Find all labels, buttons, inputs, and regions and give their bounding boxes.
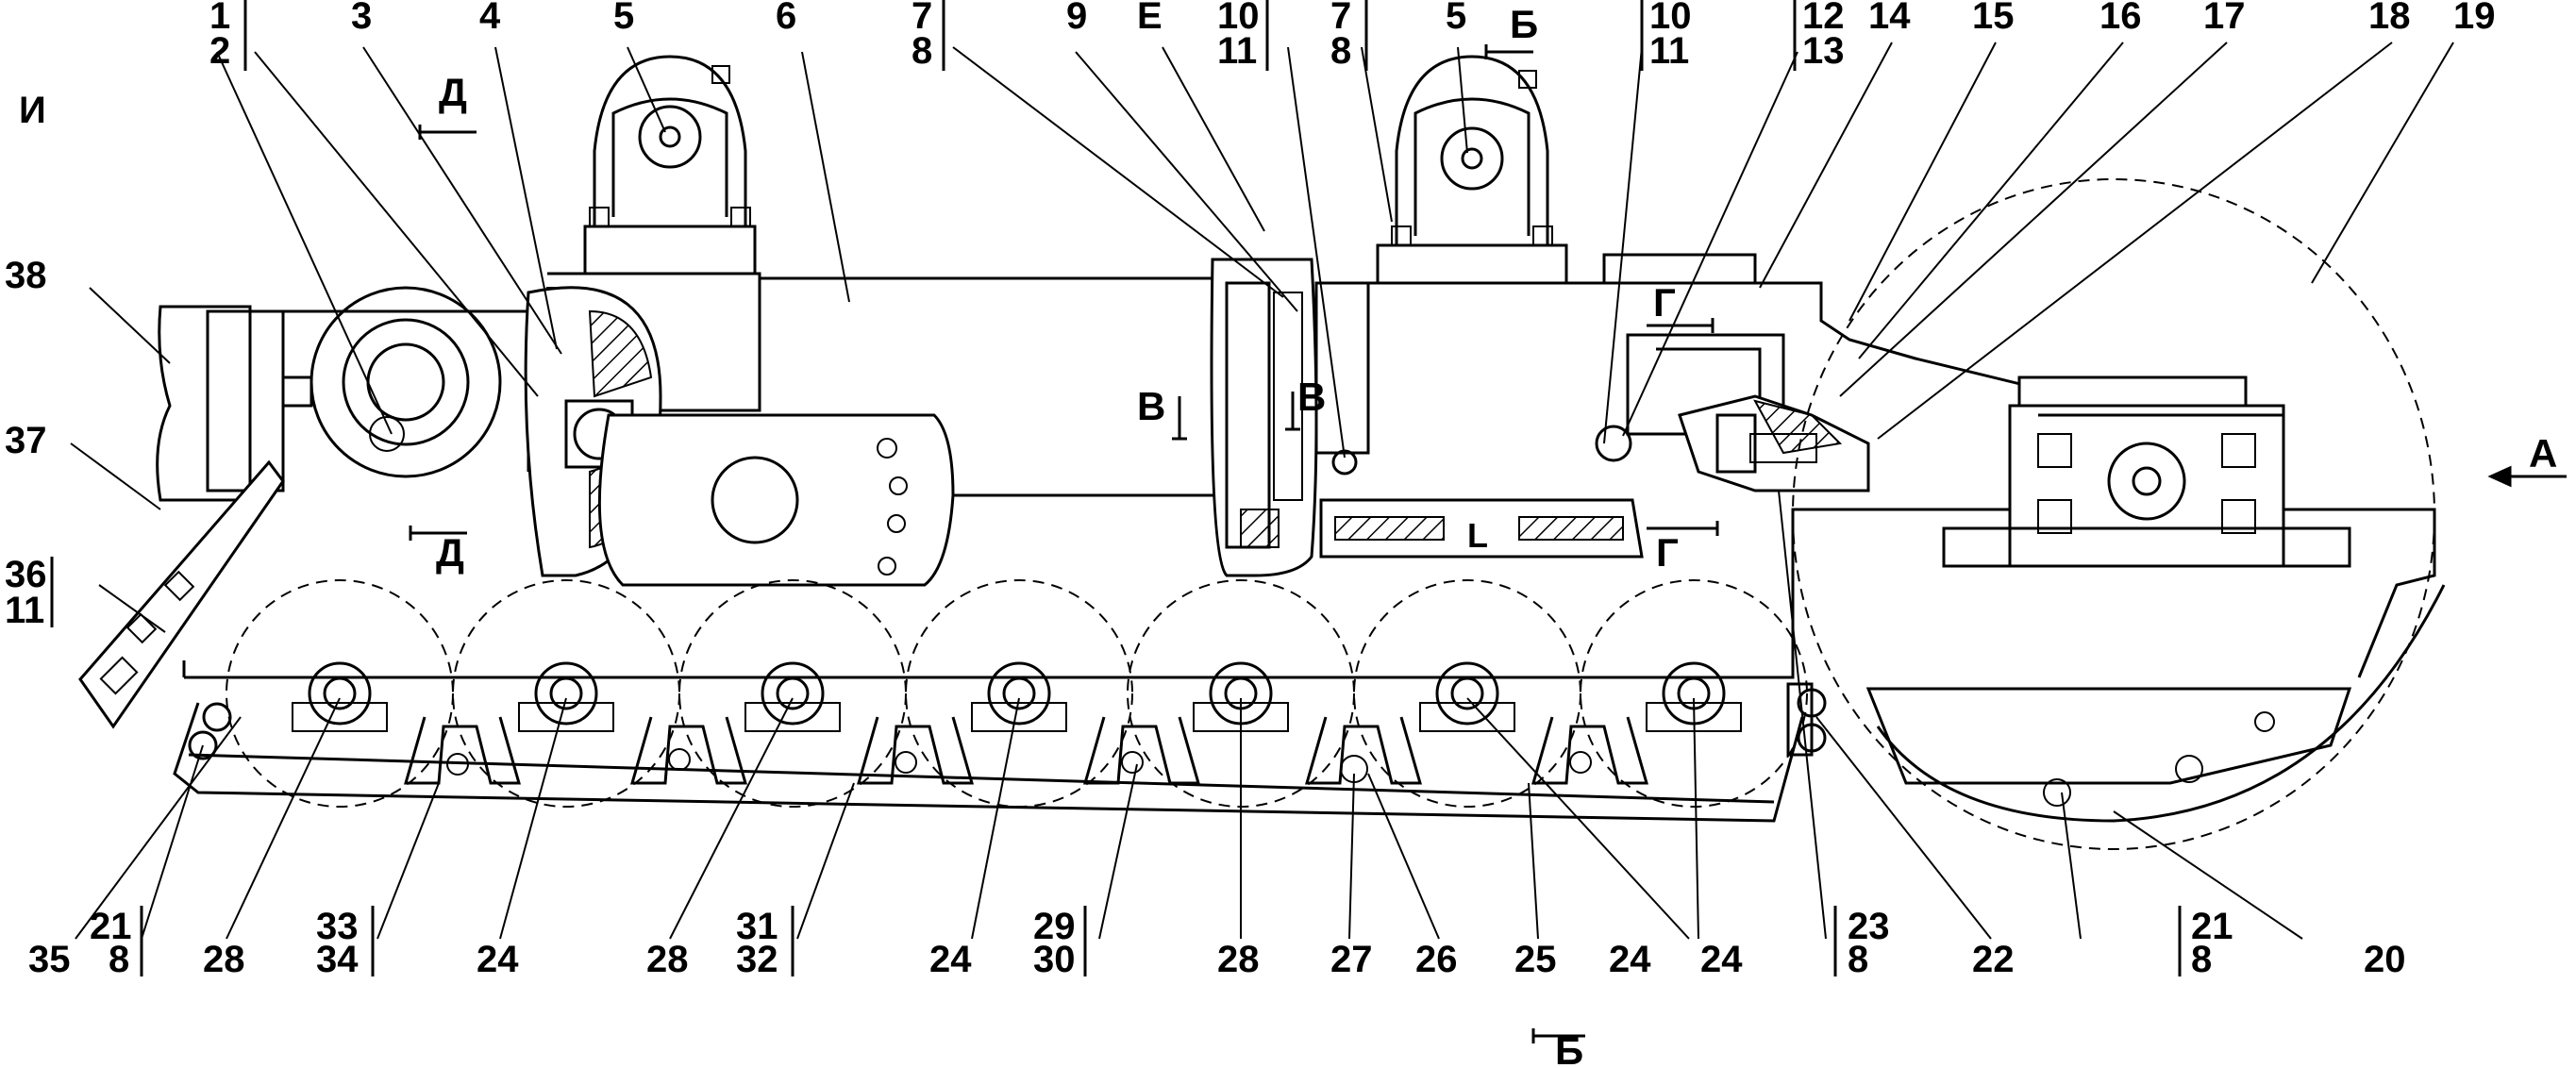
- idler-lower-plate: [1865, 687, 2352, 807]
- callout-20: 20: [2364, 939, 2406, 980]
- callout-5b: 5: [1446, 0, 1466, 37]
- leader-lines: [70, 42, 2454, 940]
- track-guards: [404, 716, 1648, 785]
- callout-26: 26: [1415, 939, 1458, 980]
- callout-28b: 28: [646, 939, 689, 980]
- callout-30: 30: [1033, 939, 1076, 980]
- dimension-L: L: [1467, 516, 1488, 555]
- callout-7a: 7: [912, 0, 932, 37]
- idler-bearing-housing: [1942, 375, 2351, 568]
- callout-33: 33: [316, 906, 359, 947]
- callout-8d: 8: [1848, 939, 1868, 980]
- callout-3: 3: [351, 0, 372, 37]
- callout-27: 27: [1330, 939, 1373, 980]
- callout-31: 31: [736, 906, 778, 947]
- callout-17: 17: [2203, 0, 2246, 37]
- callout-25: 25: [1514, 939, 1557, 980]
- track-frame: [182, 253, 2436, 679]
- callout-24d: 24: [1700, 939, 1743, 980]
- callout-I: И: [19, 90, 46, 131]
- recoil-mechanism: [1595, 394, 1870, 492]
- callout-8a: 8: [912, 30, 932, 72]
- section-B-top: Б: [1510, 2, 1538, 46]
- callout-labels: 1 2 3 4 5 6 7 8 9 Е 10 11 7 8 5 10 11 12…: [5, 0, 2496, 980]
- callout-14: 14: [1868, 0, 1911, 37]
- support-roller-right: [1376, 55, 1568, 285]
- callout-23: 23: [1848, 906, 1890, 947]
- callout-10b: 10: [1649, 0, 1692, 37]
- callout-28a: 28: [203, 939, 245, 980]
- track-roller-3: [678, 579, 907, 808]
- callout-29: 29: [1033, 906, 1076, 947]
- callout-19: 19: [2453, 0, 2496, 37]
- track-roller-6: [1353, 579, 1581, 808]
- section-B-bottom: Б: [1555, 1028, 1583, 1068]
- callout-21a: 21: [90, 906, 132, 947]
- callout-8e: 8: [2191, 939, 2212, 980]
- link-bracket: [597, 413, 955, 587]
- callout-13: 13: [1802, 30, 1845, 72]
- callout-E: Е: [1137, 0, 1163, 37]
- callout-12: 12: [1802, 0, 1845, 37]
- callout-22: 22: [1972, 939, 2015, 980]
- callout-5a: 5: [613, 0, 634, 37]
- section-arrows: [409, 44, 2567, 1043]
- callout-15: 15: [1972, 0, 2015, 37]
- callout-16: 16: [2099, 0, 2142, 37]
- section-V-left: В: [1137, 384, 1165, 428]
- callout-21b: 21: [2191, 906, 2233, 947]
- track-rollers: [226, 579, 1808, 808]
- track-roller-2: [452, 579, 680, 808]
- callout-38: 38: [5, 255, 47, 296]
- callout-2: 2: [209, 30, 230, 72]
- tensioner-block: [1210, 258, 1370, 577]
- callout-11c: 11: [5, 590, 44, 631]
- callout-24c: 24: [1609, 939, 1651, 980]
- callout-7b: 7: [1330, 0, 1351, 37]
- section-D-top: Д: [439, 70, 467, 114]
- callout-11b: 11: [1649, 30, 1689, 72]
- drive-end-assembly: [78, 286, 530, 729]
- track-rail: [173, 682, 1827, 823]
- support-roller-left: [583, 55, 757, 275]
- callout-35: 35: [28, 939, 71, 980]
- callout-24a: 24: [477, 939, 519, 980]
- callout-18: 18: [2368, 0, 2411, 37]
- section-letters: Д Д Б Б В В Г Г А L: [436, 2, 2557, 1068]
- track-roller-1: [226, 579, 454, 808]
- callout-1: 1: [209, 0, 230, 37]
- callout-11a: 11: [1217, 30, 1257, 72]
- idler-wheel: [1792, 178, 2446, 850]
- view-A: А: [2529, 431, 2557, 476]
- callout-37: 37: [5, 420, 47, 461]
- callout-6: 6: [776, 0, 796, 37]
- callout-4: 4: [479, 0, 501, 37]
- section-G-bottom: Г: [1656, 530, 1679, 575]
- callout-28c: 28: [1217, 939, 1260, 980]
- callout-32: 32: [736, 939, 778, 980]
- section-V-right: В: [1297, 375, 1326, 419]
- callout-8b: 8: [1330, 30, 1351, 72]
- section-G-top: Г: [1653, 280, 1676, 325]
- callout-9: 9: [1066, 0, 1087, 37]
- callout-8c: 8: [109, 939, 129, 980]
- callout-36: 36: [5, 554, 47, 595]
- callout-24b: 24: [929, 939, 972, 980]
- callout-10a: 10: [1217, 0, 1260, 37]
- section-D-bottom: Д: [436, 530, 464, 575]
- callout-separators: [50, 0, 2182, 976]
- callout-34: 34: [316, 939, 359, 980]
